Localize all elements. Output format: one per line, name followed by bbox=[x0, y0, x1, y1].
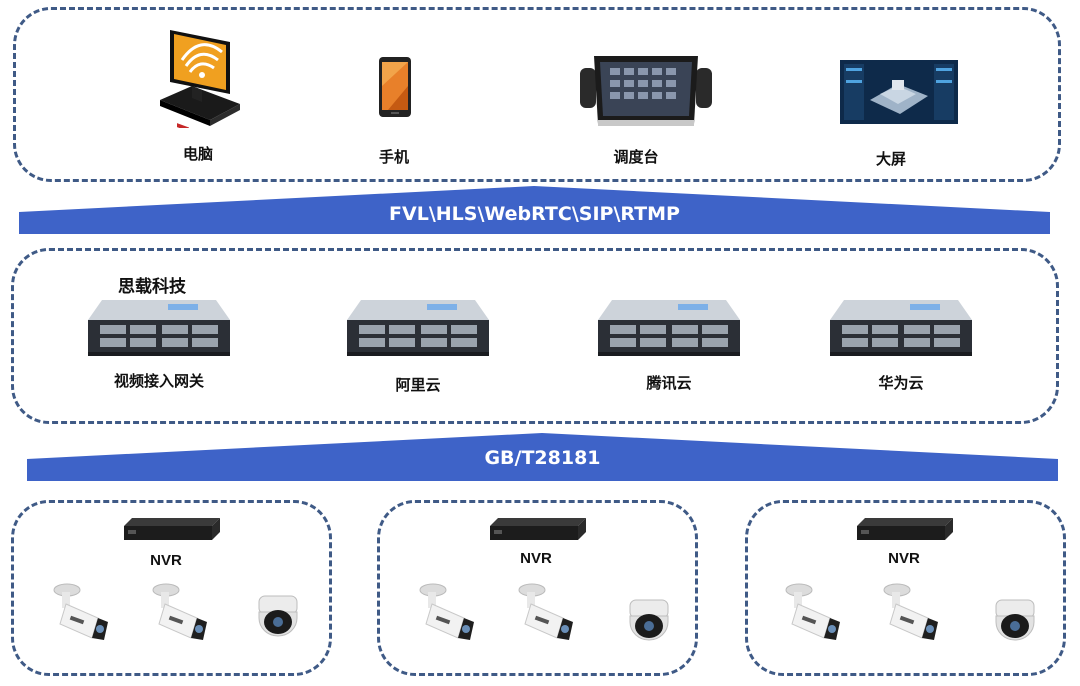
device-group-1 bbox=[11, 500, 332, 676]
dome-camera-icon bbox=[992, 596, 1038, 642]
nvr-icon bbox=[857, 518, 953, 544]
server-label-tencent: 腾讯云 bbox=[646, 375, 692, 392]
server-label-huawei: 华为云 bbox=[878, 375, 924, 392]
protocol-band-top: FVL\HLS\WebRTC\SIP\RTMP bbox=[19, 186, 1050, 234]
device-group-2 bbox=[377, 500, 698, 676]
bullet-camera-icon bbox=[418, 582, 478, 640]
protocol-label-top: FVL\HLS\WebRTC\SIP\RTMP bbox=[389, 203, 680, 225]
nvr-icon bbox=[124, 518, 220, 544]
server-label-aliyun: 阿里云 bbox=[395, 377, 441, 394]
nvr-label: NVR bbox=[150, 552, 182, 569]
protocol-label-bottom: GB/T28181 bbox=[484, 447, 601, 469]
protocol-band-bottom: GB/T28181 bbox=[27, 433, 1058, 481]
server-label-gateway: 视频接入网关 bbox=[113, 373, 204, 390]
device-label-computer: 电脑 bbox=[182, 146, 213, 163]
bullet-camera-icon bbox=[882, 582, 942, 640]
nvr-label: NVR bbox=[888, 550, 920, 567]
bullet-camera-icon bbox=[151, 582, 211, 640]
bullet-camera-icon bbox=[784, 582, 844, 640]
server-icon bbox=[598, 300, 740, 356]
bullet-camera-icon bbox=[52, 582, 112, 640]
dome-camera-icon bbox=[255, 592, 301, 638]
device-group-3 bbox=[745, 500, 1066, 676]
big-screen-icon bbox=[840, 60, 958, 124]
dispatch-console-icon bbox=[580, 54, 712, 128]
nvr-label: NVR bbox=[520, 550, 552, 567]
device-label-dispatch: 调度台 bbox=[613, 149, 659, 166]
device-label-phone: 手机 bbox=[378, 149, 409, 166]
vendor-label: 思载科技 bbox=[118, 277, 186, 296]
clients-layer bbox=[13, 7, 1061, 182]
device-label-bigscreen: 大屏 bbox=[875, 151, 906, 168]
server-icon bbox=[88, 300, 230, 356]
platform-layer bbox=[11, 248, 1059, 424]
dome-camera-icon bbox=[626, 596, 672, 642]
server-icon bbox=[830, 300, 972, 356]
server-icon bbox=[347, 300, 489, 356]
computer-icon bbox=[152, 28, 242, 128]
phone-icon bbox=[378, 56, 412, 118]
bullet-camera-icon bbox=[517, 582, 577, 640]
nvr-icon bbox=[490, 518, 586, 544]
